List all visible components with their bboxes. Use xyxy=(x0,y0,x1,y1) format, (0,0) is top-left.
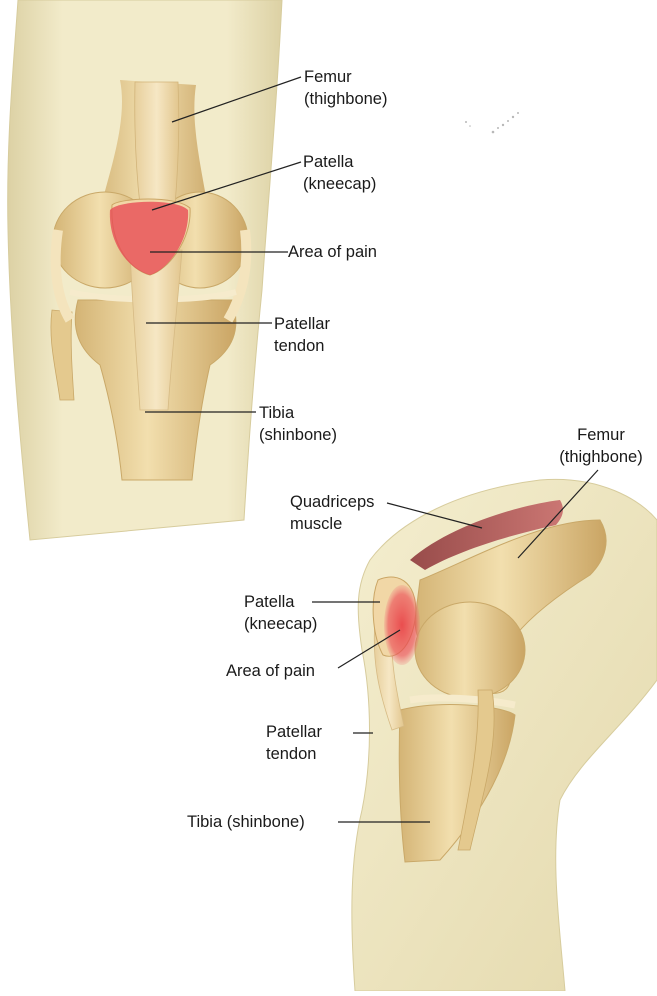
label-front-tendon-line1: Patellar xyxy=(274,313,330,335)
label-front-patella-line2: (kneecap) xyxy=(303,173,376,195)
side-knee-view xyxy=(352,479,657,991)
label-front-tibia-line1: Tibia xyxy=(259,402,337,424)
label-side-tibia: Tibia (shinbone) xyxy=(187,811,305,833)
label-front-pain-line1: Area of pain xyxy=(288,241,377,263)
label-side-femur: Femur (thighbone) xyxy=(555,424,647,468)
label-side-femur-line1: Femur xyxy=(555,424,647,446)
label-side-tendon-line2: tendon xyxy=(266,743,322,765)
label-side-quadriceps-line2: muscle xyxy=(290,513,374,535)
label-front-tendon-line2: tendon xyxy=(274,335,330,357)
label-side-patella: Patella (kneecap) xyxy=(244,591,317,635)
label-side-femur-line2: (thighbone) xyxy=(555,446,647,468)
label-side-tibia-line1: Tibia (shinbone) xyxy=(187,811,305,833)
label-side-tendon: Patellar tendon xyxy=(266,721,322,765)
label-side-patella-line1: Patella xyxy=(244,591,317,613)
label-front-tendon: Patellar tendon xyxy=(274,313,330,357)
label-side-quadriceps: Quadriceps muscle xyxy=(290,491,374,535)
label-front-femur: Femur (thighbone) xyxy=(304,66,387,110)
label-side-patella-line2: (kneecap) xyxy=(244,613,317,635)
label-side-quadriceps-line1: Quadriceps xyxy=(290,491,374,513)
label-front-femur-line1: Femur xyxy=(304,66,387,88)
front-quadriceps-tendon xyxy=(135,82,179,205)
label-front-tibia: Tibia (shinbone) xyxy=(259,402,337,446)
side-femur-condyle xyxy=(415,602,525,698)
side-pain-area xyxy=(384,585,420,665)
label-side-pain: Area of pain xyxy=(226,660,315,682)
speck-marks xyxy=(465,112,519,133)
label-front-pain: Area of pain xyxy=(288,241,377,263)
label-front-femur-line2: (thighbone) xyxy=(304,88,387,110)
front-knee-view xyxy=(8,0,282,540)
label-side-pain-line1: Area of pain xyxy=(226,660,315,682)
label-front-patella: Patella (kneecap) xyxy=(303,151,376,195)
label-side-tendon-line1: Patellar xyxy=(266,721,322,743)
label-front-tibia-line2: (shinbone) xyxy=(259,424,337,446)
label-front-patella-line1: Patella xyxy=(303,151,376,173)
